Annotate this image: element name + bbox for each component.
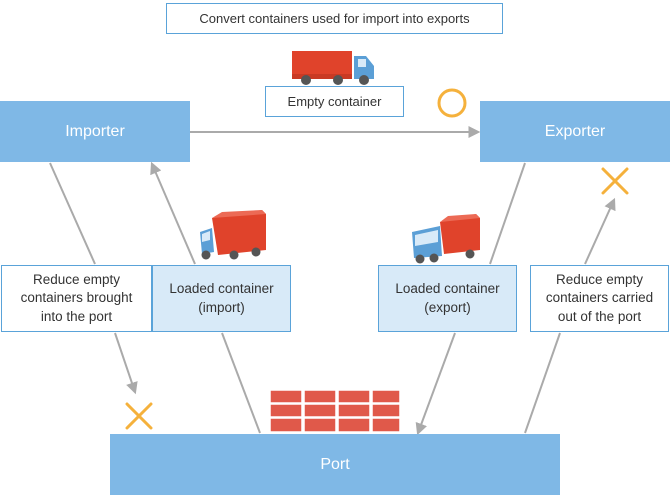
note-reduce-carried: Reduce empty containers carried out of t… [530,265,669,332]
label-loaded-export: Loaded container (export) [378,265,517,332]
truck-icon-import [200,210,266,260]
arrow-port-to-note-right [524,332,561,434]
arrow-label-export-to-port [415,332,456,436]
cross-symbol-right [601,167,629,195]
arrow-label-import-to-importer [150,161,196,265]
circle-symbol [437,88,467,118]
node-exporter: Exporter [480,101,670,162]
arrow-exporter-to-label-export [489,162,526,265]
arrow-importer-to-note-left [49,162,96,265]
note-reduce-brought: Reduce empty containers brought into the… [1,265,152,332]
container-stack-icon [269,389,401,433]
arrow-note-left-to-port [114,332,138,395]
node-port: Port [110,434,560,495]
node-importer: Importer [0,101,190,162]
label-loaded-import: Loaded container (import) [152,265,291,332]
arrow-port-to-label-import [221,332,261,434]
truck-icon-empty [292,51,374,85]
cross-symbol-left [125,402,153,430]
arrow-note-right-to-cross [584,197,616,265]
truck-icon-export [412,214,480,264]
label-empty-container: Empty container [265,86,404,117]
diagram-title: Convert containers used for import into … [166,3,503,34]
